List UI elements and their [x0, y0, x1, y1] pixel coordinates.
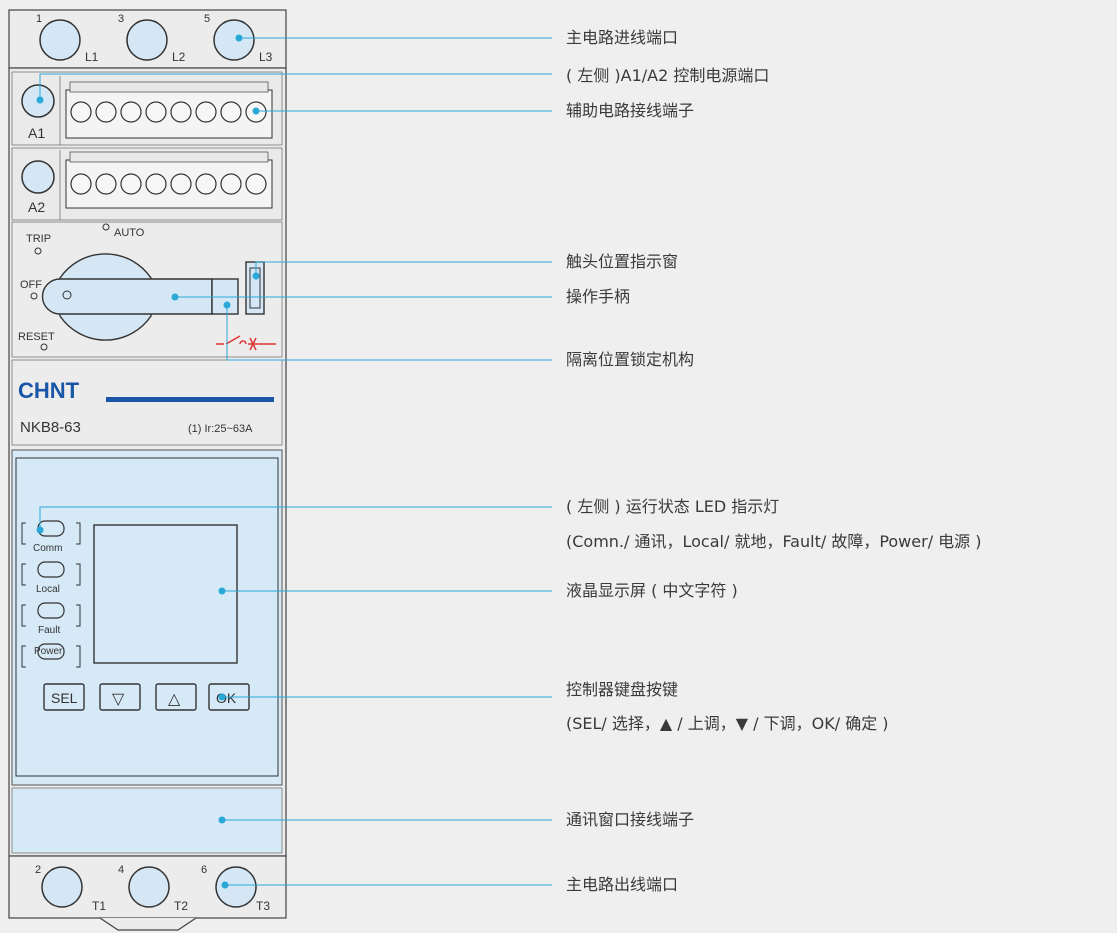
lcd-screen	[93, 524, 238, 664]
terminal-screw-l2	[126, 19, 168, 61]
callout-led-detail: (Comn./ 通讯，Local/ 就地，Fault/ 故障，Power/ 电源…	[566, 532, 982, 551]
key-label-down: ▽	[112, 691, 125, 708]
callout-ctrl-power: ( 左侧 )A1/A2 控制电源端口	[566, 66, 770, 85]
top-terminals: 1 3 5 L1 L2 L3	[36, 13, 273, 64]
chnt-logo: CHNT	[18, 378, 80, 403]
led-label-comm: Comm	[33, 543, 62, 554]
terminal-label: T2	[174, 899, 188, 913]
bottom-terminals: 2 4 6 T1 T2 T3	[35, 864, 270, 913]
status-leds	[37, 520, 65, 660]
terminal-label: L1	[85, 50, 99, 64]
rating-label: (1) Ir:25~63A	[188, 423, 253, 435]
model-label: NKB8-63	[20, 419, 81, 436]
callout-led: ( 左侧 ) 运行状态 LED 指示灯	[566, 497, 780, 516]
callout-comm-port: 通讯窗口接线端子	[566, 810, 695, 829]
key-down	[99, 683, 141, 711]
callout-contact-window: 触头位置指示窗	[566, 252, 679, 271]
terminal-screw-t3	[215, 866, 257, 908]
terminal-screw-t2	[128, 866, 170, 908]
callout-main-in: 主电路进线端口	[566, 28, 679, 47]
a2-screw	[21, 160, 55, 194]
key-sel	[43, 683, 85, 711]
pos-reset: RESET	[18, 331, 55, 343]
terminal-label: L2	[172, 50, 186, 64]
brand-area	[11, 359, 283, 446]
terminal-num: 5	[204, 13, 210, 25]
aux-screws-row-2	[70, 173, 267, 195]
device-diagram: 1 3 5 L1 L2 L3 A1 A2 TRIP AUTO OFF RESET	[8, 9, 287, 931]
terminal-screw-l1	[39, 19, 81, 61]
isolation-symbol-icon	[216, 335, 276, 351]
terminal-screw-t1	[41, 866, 83, 908]
key-up	[155, 683, 197, 711]
key-label-up: △	[168, 691, 181, 708]
led-label-local: Local	[36, 584, 60, 595]
a1-label: A1	[28, 125, 45, 141]
terminal-num: 4	[118, 864, 124, 876]
pos-auto: AUTO	[114, 227, 145, 239]
terminal-num: 2	[35, 864, 41, 876]
callout-keypad-detail: (SEL/ 选择，▲ / 上调，▼ / 下调，OK/ 确定 )	[566, 714, 889, 733]
terminal-num: 1	[36, 13, 42, 25]
terminal-label: L3	[259, 50, 273, 64]
callout-lock: 隔离位置锁定机构	[566, 350, 695, 369]
terminal-screw-l3	[213, 19, 255, 61]
led-label-power: Power	[34, 646, 63, 657]
operating-handle-lever	[41, 278, 213, 315]
key-label-sel: SEL	[51, 690, 78, 706]
terminal-num: 6	[201, 864, 207, 876]
aux-screws-row-1	[70, 101, 267, 123]
callout-handle: 操作手柄	[566, 287, 631, 306]
callout-aux: 辅助电路接线端子	[566, 101, 695, 120]
led-brackets	[21, 522, 81, 668]
terminal-label: T1	[92, 899, 106, 913]
pos-trip: TRIP	[26, 233, 51, 245]
callout-main-out: 主电路出线端口	[566, 875, 679, 894]
logo-bar	[106, 397, 274, 402]
terminal-num: 3	[118, 13, 124, 25]
pos-off: OFF	[20, 279, 42, 291]
terminal-label: T3	[256, 899, 270, 913]
callout-keypad: 控制器键盘按键	[566, 680, 679, 699]
a2-label: A2	[28, 199, 45, 215]
led-label-fault: Fault	[38, 625, 60, 636]
callout-lcd: 液晶显示屏 ( 中文字符 )	[566, 581, 738, 600]
